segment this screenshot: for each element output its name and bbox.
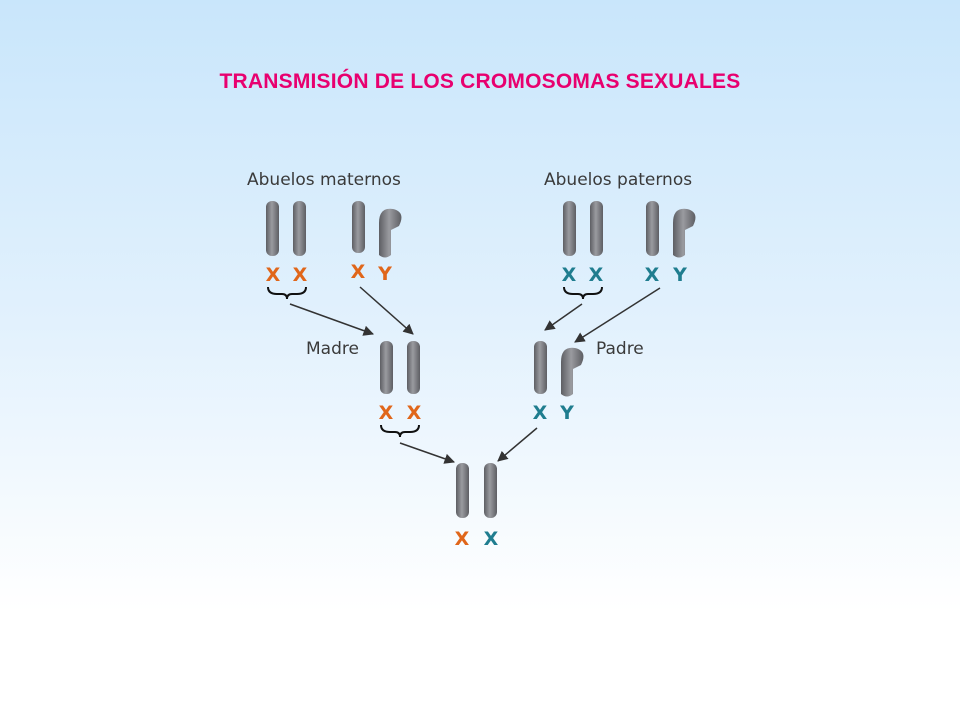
letter-father-x: X [533, 402, 548, 424]
letter-maternal-grandmother-x1: X [266, 264, 281, 286]
chromosome-father-x [534, 341, 547, 394]
chromosome-mother-x2 [407, 341, 420, 394]
brace-maternal-grandmother [267, 286, 307, 300]
chromosome-paternal-grandfather-x [646, 201, 659, 256]
arrow-paternal-grandfather-to-father [574, 287, 661, 343]
letter-mother-x2: X [407, 402, 422, 424]
letter-paternal-grandmother-x2: X [589, 264, 604, 286]
brace-paternal-grandmother [563, 286, 603, 300]
chromosome-father-y [561, 347, 584, 397]
letter-daughter-x-paternal: X [484, 528, 499, 550]
label-father: Padre [596, 339, 644, 359]
label-maternal-grandparents: Abuelos maternos [247, 170, 401, 190]
chromosome-daughter-x2 [484, 463, 497, 518]
chromosome-maternal-grandmother-x2 [293, 201, 306, 256]
slide-title: TRANSMISIÓN DE LOS CROMOSOMAS SEXUALES [219, 70, 741, 93]
chromosome-paternal-grandmother-x2 [590, 201, 603, 256]
letter-paternal-grandfather-x: X [645, 264, 660, 286]
letter-mother-x1: X [379, 402, 394, 424]
chromosome-maternal-grandfather-x [352, 201, 365, 253]
arrow-maternal-grandfather-to-mother [359, 286, 414, 335]
label-paternal-grandparents: Abuelos paternos [544, 170, 692, 190]
arrow-father-to-daughter [497, 427, 538, 462]
arrow-paternal-grandmother-to-father [544, 303, 583, 331]
letter-daughter-x-maternal: X [455, 528, 470, 550]
arrow-maternal-grandmother-to-mother [289, 303, 374, 336]
chromosome-paternal-grandfather-y [673, 208, 696, 258]
letter-father-y: Y [559, 402, 574, 424]
label-mother: Madre [306, 339, 359, 359]
arrow-mother-to-daughter [399, 442, 455, 464]
chromosome-maternal-grandmother-x1 [266, 201, 279, 256]
letter-maternal-grandfather-y: Y [377, 263, 392, 285]
letter-maternal-grandfather-x: X [351, 261, 366, 283]
chromosome-paternal-grandmother-x1 [563, 201, 576, 256]
letter-maternal-grandmother-x2: X [293, 264, 308, 286]
letter-paternal-grandmother-x1: X [562, 264, 577, 286]
chromosome-maternal-grandfather-y [379, 208, 402, 258]
letter-paternal-grandfather-y: Y [672, 264, 687, 286]
chromosome-mother-x1 [380, 341, 393, 394]
chromosome-daughter-x1 [456, 463, 469, 518]
brace-mother [380, 424, 420, 438]
